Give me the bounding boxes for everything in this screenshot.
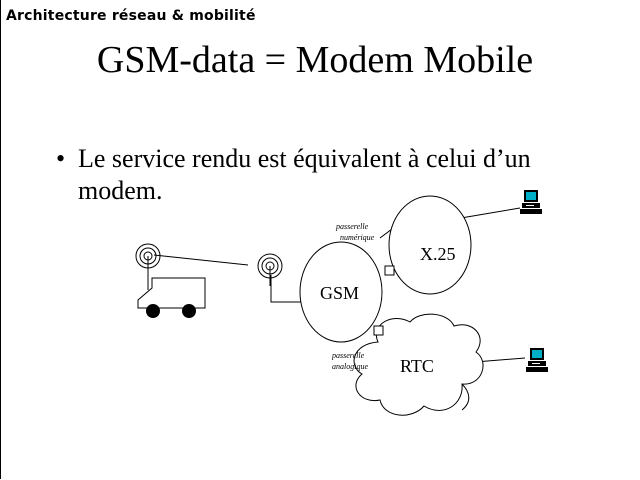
x25-to-terminal-line xyxy=(460,207,521,219)
antenna-to-gsm-line xyxy=(270,275,302,303)
analog-gateway-marker xyxy=(373,325,384,336)
radio-link-line xyxy=(153,254,249,266)
base-station-antenna-icon xyxy=(257,253,283,286)
slide-title: GSM-data = Modem Mobile xyxy=(96,39,534,81)
numeric-gateway-label-line-2: numérique xyxy=(340,233,375,242)
x25-network-node xyxy=(388,195,472,295)
numeric-gateway-marker xyxy=(384,265,395,276)
x25-label: X.25 xyxy=(420,244,456,264)
rtc-cloud-node xyxy=(353,313,484,416)
analog-gateway-label-line-1: passerelle xyxy=(331,351,365,360)
gsm-label: GSM xyxy=(320,283,359,303)
rtc-label: RTC xyxy=(400,356,434,376)
course-header: Architecture réseau & mobilité xyxy=(6,8,256,24)
bullet-point: • Le service rendu est équivalent à celu… xyxy=(56,143,616,207)
numeric-gateway-label-line-1: passerelle xyxy=(335,222,369,231)
rtc-to-terminal-line xyxy=(474,357,526,363)
bullet-text-line-1: Le service rendu est équivalent à celui … xyxy=(78,144,531,173)
gsm-network-node xyxy=(299,241,383,343)
antenna-icon xyxy=(135,243,161,290)
analog-gateway-label-line-2: analogique xyxy=(332,362,368,371)
bullet-symbol: • xyxy=(56,144,66,173)
computer-terminal-icon xyxy=(520,190,542,214)
bullet-text-line-2: modem. xyxy=(78,176,163,205)
computer-terminal-icon xyxy=(526,348,548,372)
vehicle-icon xyxy=(137,277,206,318)
